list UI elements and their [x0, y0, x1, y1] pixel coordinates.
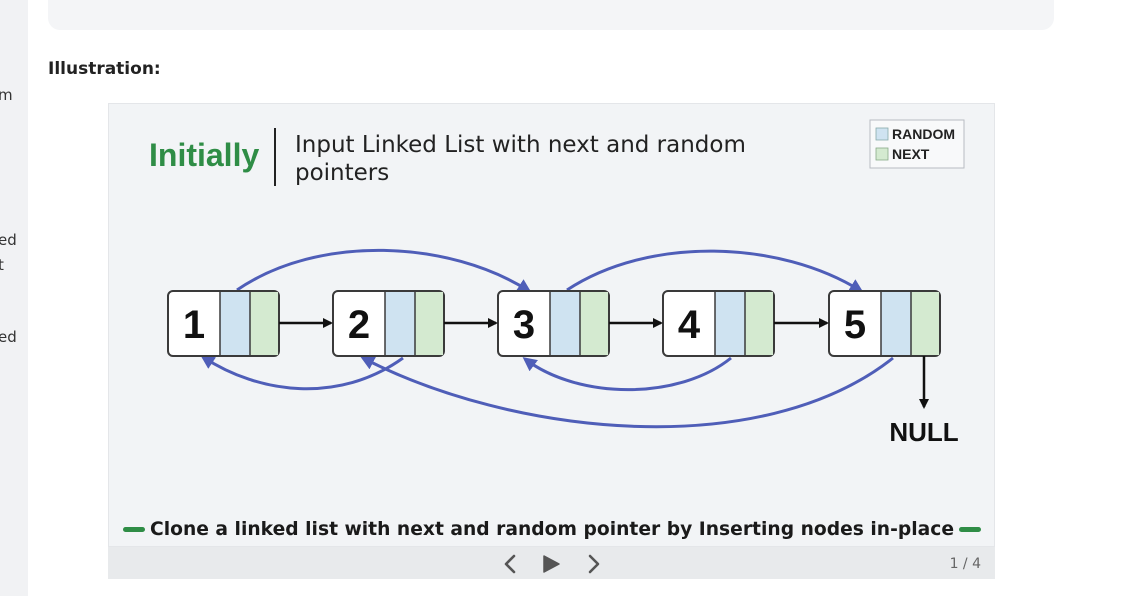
- play-button[interactable]: [540, 553, 562, 580]
- slide-title-line1: Input Linked List with next and random: [295, 132, 746, 158]
- node-4: 4: [662, 290, 775, 357]
- node-value: 5: [844, 303, 866, 347]
- random-arc-2-to-1: [200, 355, 404, 391]
- random-arc-5-to-2: [360, 356, 894, 429]
- slideshow-controls: 1 / 4: [108, 547, 995, 579]
- chevron-right-icon: [588, 554, 600, 574]
- previous-content-card: [48, 0, 1054, 30]
- slide-tag: Initially: [149, 137, 259, 173]
- linked-list-diagram: Initially Input Linked List with next an…: [123, 119, 981, 540]
- node-2: 2: [332, 290, 445, 357]
- previous-slide-button[interactable]: [500, 553, 522, 580]
- caption-dash-left: [123, 527, 145, 532]
- slide-counter: 1 / 4: [949, 556, 981, 572]
- play-icon: [543, 555, 560, 573]
- next-slide-button[interactable]: [582, 553, 604, 580]
- random-pointer-arcs: [200, 248, 894, 429]
- random-arc-4-to-3: [522, 356, 732, 392]
- sidebar-text-fragment: m: [0, 86, 13, 104]
- sidebar-text-fragment: ed: [0, 328, 17, 346]
- node-1: 1: [167, 290, 280, 357]
- node-value: 4: [678, 303, 701, 347]
- node-3: 3: [497, 290, 610, 357]
- slide-title-line2: pointers: [295, 160, 389, 186]
- legend-next-label: NEXT: [892, 146, 930, 162]
- legend-random-label: RANDOM: [892, 126, 955, 142]
- next-pointer-arrows: [279, 318, 929, 409]
- sidebar-text-fragment: ed: [0, 231, 17, 249]
- node-value: 2: [348, 303, 370, 347]
- legend: RANDOM NEXT: [869, 119, 965, 169]
- node-value: 3: [513, 303, 535, 347]
- chevron-left-icon: [504, 554, 516, 574]
- illustration-slide: Initially Input Linked List with next an…: [108, 103, 995, 547]
- null-label: NULL: [889, 417, 958, 447]
- slide-caption: Clone a linked list with next and random…: [150, 518, 954, 540]
- random-arc-3-to-5: [566, 249, 864, 293]
- node-5: 5: [828, 290, 941, 357]
- node-value: 1: [183, 303, 205, 347]
- section-heading: Illustration:: [48, 59, 161, 79]
- sidebar-text-fragment: t: [0, 256, 4, 274]
- caption-dash-right: [959, 527, 981, 532]
- left-sidebar: m ed t ed: [0, 0, 28, 596]
- random-arc-1-to-3: [236, 248, 532, 293]
